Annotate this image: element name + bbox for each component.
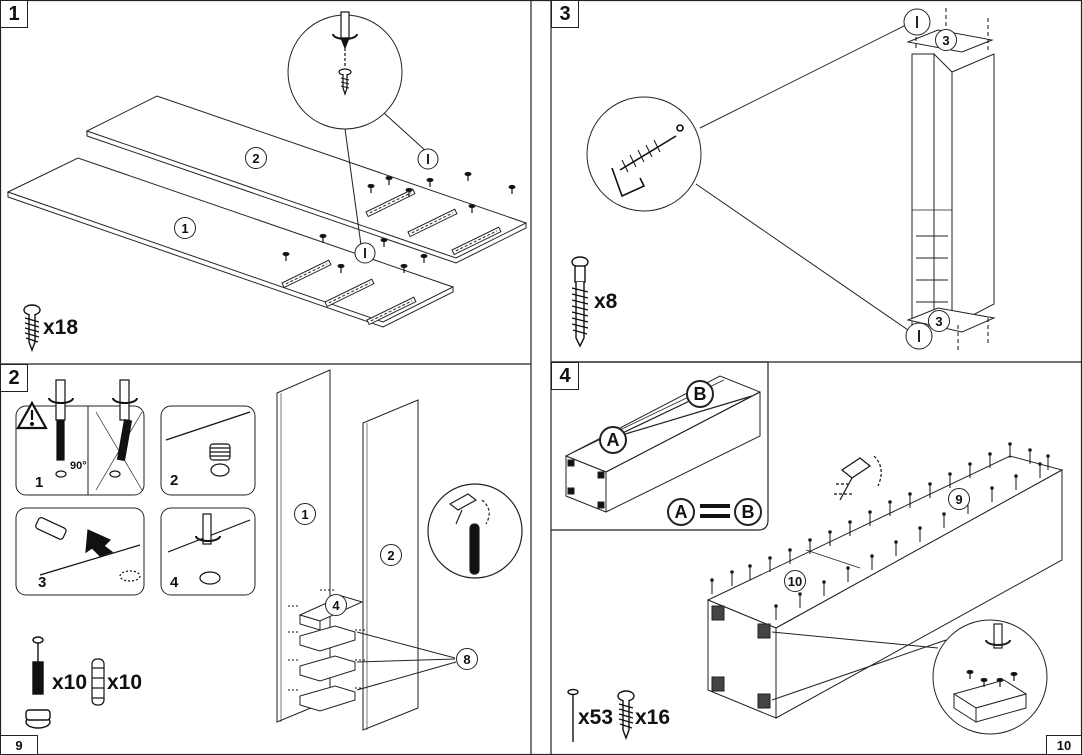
part-label-2: 2	[245, 147, 267, 169]
screw-quantity: x16	[635, 706, 671, 729]
wrench-icon	[611, 124, 684, 198]
nail-icon	[567, 688, 579, 742]
step2-subframes	[15, 405, 256, 596]
screw-quantity: x8	[594, 290, 618, 313]
part-label-3: 3	[928, 310, 950, 332]
part-label-2: 2	[380, 544, 402, 566]
step4-inset-box	[564, 375, 762, 513]
cam-quantity: x10	[52, 671, 88, 694]
angle-label: 90°	[70, 460, 87, 472]
step-number-1: 1	[0, 0, 28, 28]
step4-zoom-callout	[771, 619, 1048, 735]
dowel-icon	[91, 658, 105, 706]
hammer-zoom-callout	[427, 483, 523, 579]
substep-3: 3	[38, 574, 47, 591]
nail-quantity: x53	[578, 706, 614, 729]
part-label-4: 4	[325, 594, 347, 616]
substep-2: 2	[170, 472, 179, 489]
screw-icon	[23, 304, 41, 352]
screw-icon	[617, 690, 635, 740]
step-number-4: 4	[551, 362, 579, 390]
step-number-3: 3	[551, 0, 579, 28]
part-label-10: 10	[784, 570, 806, 592]
part-label-3: 3	[935, 29, 957, 51]
cam-lock-icon	[35, 517, 141, 582]
step3-cabinet	[906, 29, 996, 333]
cam-lock-icon	[165, 411, 251, 477]
screwdriver-icon	[332, 11, 358, 66]
hammer-icon	[834, 455, 882, 501]
screw-icon	[571, 256, 589, 348]
drawer-runners	[281, 188, 502, 326]
page-number-right: 10	[1046, 735, 1082, 755]
cam-lock-icon	[25, 636, 51, 729]
cam-lock-icon	[167, 513, 251, 585]
step4-inset-frame	[551, 361, 769, 531]
equality-label-a: A	[667, 498, 695, 526]
step4-equals	[700, 504, 730, 518]
part-label-1: 1	[174, 217, 196, 239]
measure-label-a: A	[599, 426, 627, 454]
substep-4: 4	[170, 574, 179, 591]
screw-quantity: x18	[43, 316, 79, 339]
dowel-quantity: x10	[107, 671, 143, 694]
substep-1: 1	[35, 474, 44, 491]
page-number-left: 9	[0, 735, 38, 755]
step3-zoom-callout	[586, 8, 933, 350]
part-label-9: 9	[948, 488, 970, 510]
step2-leader-lines	[356, 631, 457, 691]
step-number-2: 2	[0, 364, 28, 392]
part-label-8: 8	[456, 648, 478, 670]
measure-label-b: B	[686, 380, 714, 408]
part-label-1: 1	[294, 503, 316, 525]
step1-panel-2	[85, 95, 528, 264]
screwdriver-icon	[48, 379, 138, 478]
screw-icon	[338, 68, 352, 96]
step4-cabinet	[706, 455, 1064, 719]
warning-icon	[16, 400, 48, 430]
equality-label-b: B	[734, 498, 762, 526]
step1-panel-1	[6, 157, 455, 328]
